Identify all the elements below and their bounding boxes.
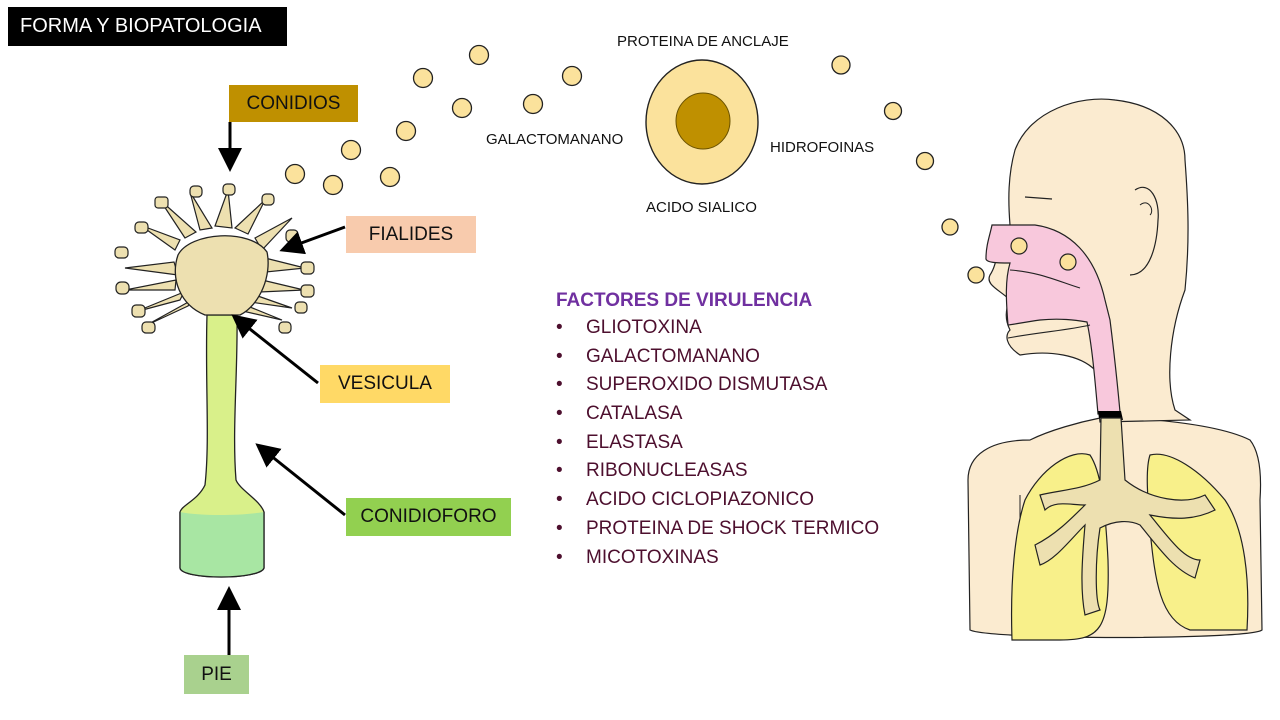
label-pie: PIE xyxy=(184,655,249,694)
bullet-icon: • xyxy=(556,345,563,367)
bullet-icon: • xyxy=(556,489,563,511)
virulence-list: •GLIOTOXINA •GALACTOMANANO •SUPEROXIDO D… xyxy=(556,314,879,572)
list-item: •GLIOTOXINA xyxy=(556,314,879,343)
label-acido-sialico: ACIDO SIALICO xyxy=(646,199,757,216)
bullet-icon: • xyxy=(556,317,563,338)
list-item: •SUPEROXIDO DISMUTASA xyxy=(556,371,879,400)
conidium-cross-section xyxy=(645,59,759,185)
label-conidioforo: CONIDIOFORO xyxy=(346,498,511,536)
bullet-icon: • xyxy=(556,374,563,396)
arrow-vesicula xyxy=(231,314,319,385)
virulence-factors: FACTORES DE VIRULENCIA •GLIOTOXINA •GALA… xyxy=(556,290,879,572)
bullet-icon: • xyxy=(556,403,563,425)
arrow-conidioforo xyxy=(255,443,346,517)
list-item: •PROTEINA DE SHOCK TERMICO xyxy=(556,515,879,544)
label-vesicula: VESICULA xyxy=(320,365,450,403)
bullet-icon: • xyxy=(556,460,563,482)
arrow-fialides xyxy=(279,225,346,255)
phialides-drawing xyxy=(124,189,306,327)
vesicle-drawing xyxy=(174,235,269,316)
bullet-icon: • xyxy=(556,517,563,539)
bullet-icon: • xyxy=(556,546,563,568)
label-conidios: CONIDIOS xyxy=(229,85,358,122)
airborne-conidia xyxy=(284,44,985,284)
list-item: •GALACTOMANANO xyxy=(556,343,879,372)
label-hidrofoinas: HIDROFOINAS xyxy=(770,139,875,156)
conidiophore-drawing xyxy=(179,314,265,578)
bullet-icon: • xyxy=(556,431,563,453)
label-galactomanano: GALACTOMANANO xyxy=(486,131,624,148)
label-fialides: FIALIDES xyxy=(346,216,476,253)
list-item: •ACIDO CICLOPIAZONICO xyxy=(556,486,879,515)
slide-title: FORMA Y BIOPATOLOGIA xyxy=(8,7,287,46)
list-item: •ELASTASA xyxy=(556,429,879,458)
list-item: •CATALASA xyxy=(556,400,879,429)
list-item: •RIBONUCLEASAS xyxy=(556,457,879,486)
list-item: •MICOTOXINAS xyxy=(556,544,879,573)
label-proteina-anclaje: PROTEINA DE ANCLAJE xyxy=(617,33,789,50)
virulence-heading: FACTORES DE VIRULENCIA xyxy=(556,290,813,311)
human-respiratory-drawing xyxy=(967,98,1263,641)
